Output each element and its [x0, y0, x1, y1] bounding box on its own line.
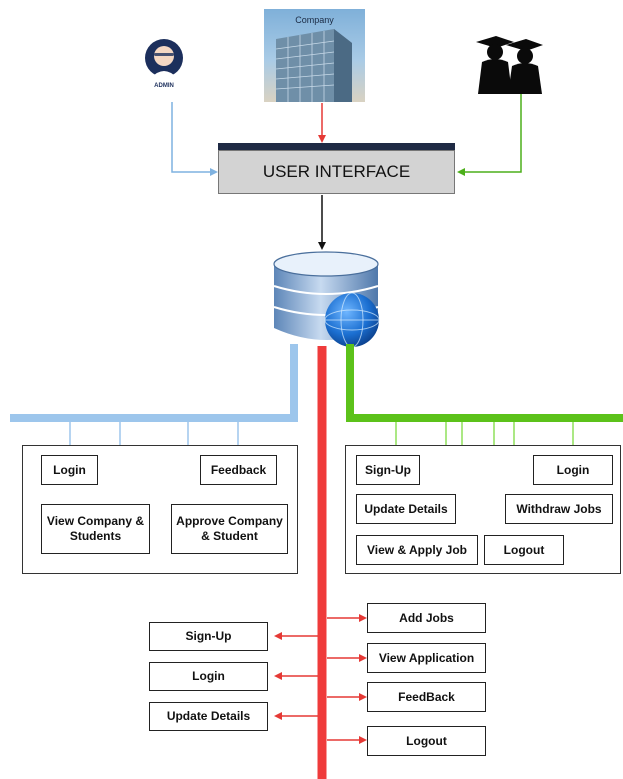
admin-login-box: Login [41, 455, 98, 485]
company-arrows-right [327, 614, 367, 744]
company-arrows-left [274, 632, 318, 720]
admin-to-ui-connector [171, 102, 218, 176]
company-label: Company [295, 15, 334, 25]
user-interface-bar-top [218, 143, 455, 151]
student-view-apply-job-box: View & Apply Job [356, 535, 478, 565]
student-update-details-box: Update Details [356, 494, 456, 524]
admin-avatar-icon [145, 39, 183, 78]
admin-feedback-box: Feedback [200, 455, 277, 485]
admin-approve-company-student-box: Approve Company & Student [171, 504, 288, 554]
student-login-box: Login [533, 455, 613, 485]
company-building-icon: Company [264, 9, 365, 102]
students-to-ui-connector [457, 94, 522, 176]
company-signup-box: Sign-Up [149, 622, 268, 651]
company-add-jobs-box: Add Jobs [367, 603, 486, 633]
company-view-application-box: View Application [367, 643, 486, 673]
student-withdraw-jobs-box: Withdraw Jobs [505, 494, 613, 524]
graduates-icon [476, 36, 543, 94]
student-logout-box: Logout [484, 535, 564, 565]
globe-icon [324, 292, 380, 348]
company-feedback-box: FeedBack [367, 682, 486, 712]
admin-branch-line [10, 344, 298, 422]
company-update-details-box: Update Details [149, 702, 268, 731]
company-login-box: Login [149, 662, 268, 691]
user-interface-box: USER INTERFACE [218, 150, 455, 194]
admin-label: ADMIN [154, 83, 174, 89]
admin-view-company-students-box: View Company & Students [41, 504, 150, 554]
student-signup-box: Sign-Up [356, 455, 420, 485]
student-branch-line [346, 344, 623, 422]
company-logout-box: Logout [367, 726, 486, 756]
